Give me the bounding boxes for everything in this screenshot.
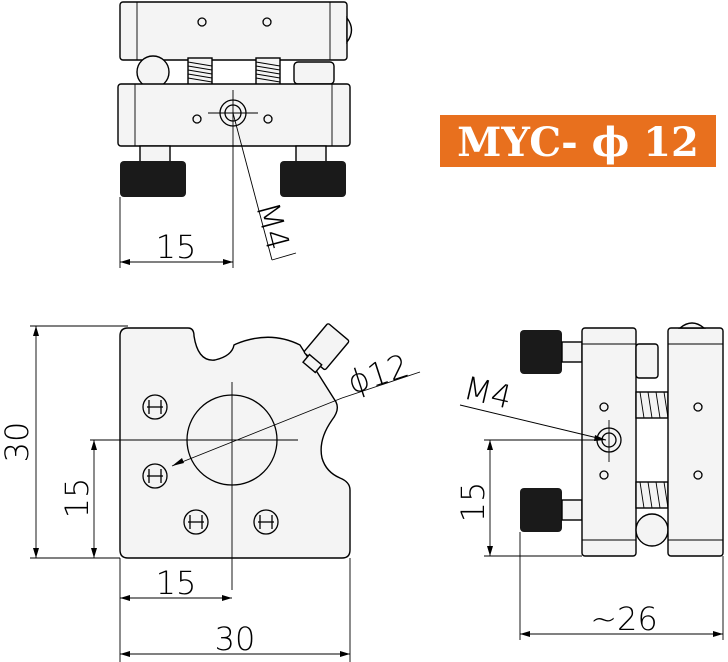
- top-view-right-knob: [280, 161, 346, 197]
- side-view-thread-label: M4: [460, 369, 515, 417]
- front-view-dim-width-center: 15: [156, 564, 197, 602]
- front-view-bore-label: ϕ12: [343, 346, 414, 401]
- side-view-back-plate: [667, 327, 724, 557]
- side-view-upper-knob: [520, 330, 562, 374]
- front-view-dim-height-total: 30: [0, 422, 36, 463]
- model-badge: MYC- ϕ 12: [440, 115, 716, 167]
- side-view-dim-depth: ~26: [590, 600, 658, 638]
- top-view: 15 M4: [117, 1, 353, 268]
- side-view-lower-knob: [520, 488, 562, 532]
- front-view-dim-height-center: 15: [58, 478, 96, 519]
- front-view-screws: [142, 394, 279, 535]
- top-view-ball: [136, 55, 170, 89]
- top-view-lower-plate: [117, 83, 351, 147]
- front-view: ϕ12 30 15 15 30: [0, 323, 421, 662]
- model-badge-label: MYC- ϕ 12: [457, 119, 699, 166]
- side-view-dim-height-center: 15: [454, 482, 492, 523]
- front-view-body: [119, 327, 351, 559]
- front-view-dim-width-total: 30: [215, 620, 256, 658]
- top-view-upper-plate: [119, 1, 348, 61]
- side-view: M4 15 ~26: [454, 322, 724, 640]
- top-view-dim-width: 15: [156, 228, 197, 266]
- side-view-ball: [635, 513, 669, 547]
- top-view-left-knob: [120, 161, 186, 197]
- model-badge-background: [440, 115, 716, 167]
- top-view-thread-label: M4: [248, 198, 297, 254]
